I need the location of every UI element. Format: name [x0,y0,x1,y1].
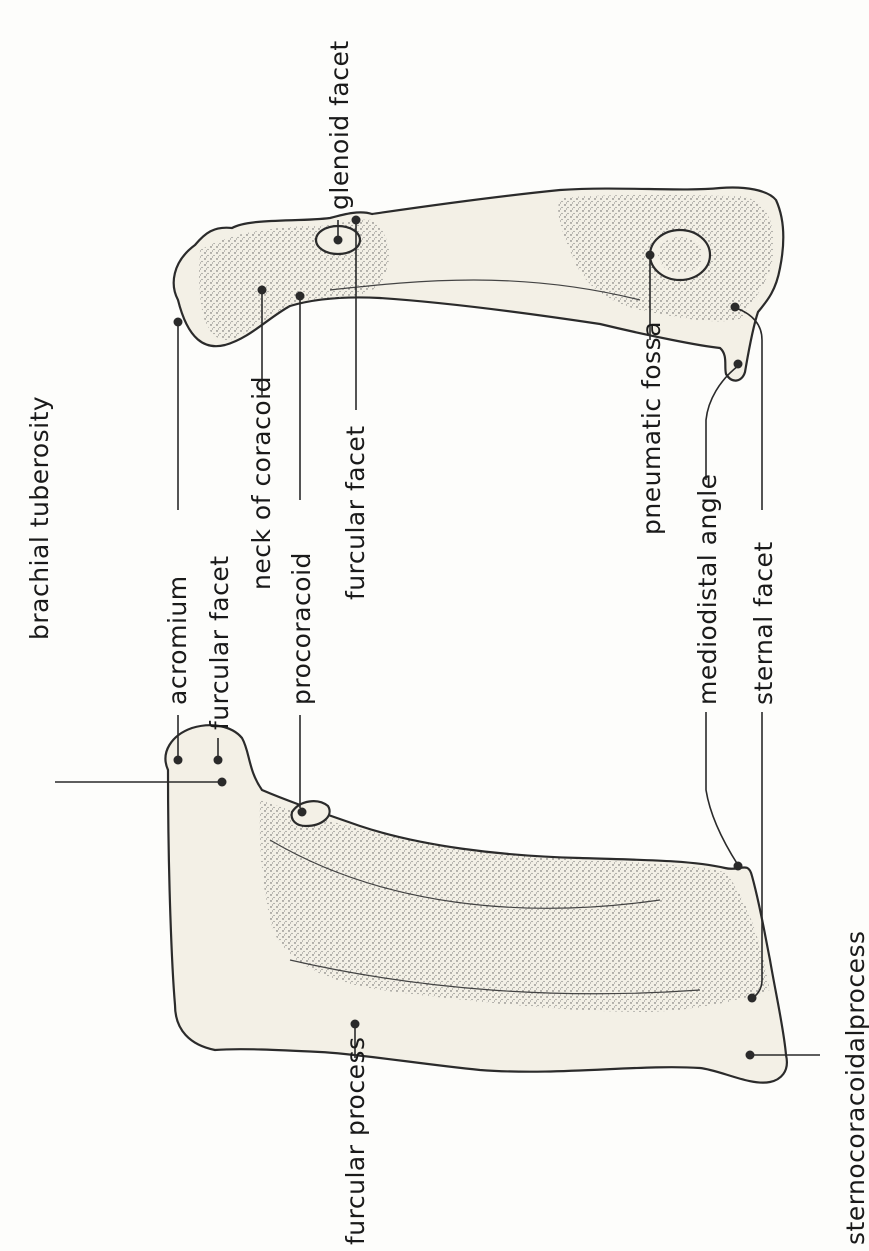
dot-pneumatic-fossa [646,251,655,260]
label-mediodistal-angle: mediodistal angle [693,473,722,705]
label-sternocoracoidal: sternocoracoidal [841,1029,869,1245]
label-neck-of-coracoid: neck of coracoid [247,376,276,590]
coracoid-bone-left [165,725,786,1082]
dot-brachial-tuberosity [218,778,227,787]
label-glenoid-facet: glenoid facet [325,40,354,210]
dot-procoracoid-left [298,808,307,817]
dot-sternocoracoidal-process [746,1051,755,1060]
pneumatic-fossa-shading [658,237,702,273]
dot-furcular-process [351,1020,360,1029]
dot-acromium-left [174,756,183,765]
dot-mediodistal-angle-right [734,360,743,369]
dot-furcular-facet-right [352,216,361,225]
dot-mediodistal-angle-left [734,862,743,871]
label-procoracoid: procoracoid [287,552,316,705]
dot-furcular-facet-left [214,756,223,765]
leader-mediodistal-angle-right [706,366,738,480]
leader-mediodistal-angle-left [706,712,738,865]
coracoid-bone-right [174,188,784,381]
label-furcular-facet-left: furcular facet [205,555,234,730]
dot-sternal-facet-left [748,994,757,1003]
label-process: process [841,930,869,1030]
label-brachial-tuberosity: brachial tuberosity [25,396,54,640]
label-furcular-process: furcular process [341,1036,370,1245]
dot-glenoid-facet [334,236,343,245]
dot-neck-of-coracoid [258,286,267,295]
label-pneumatic-fossa: pneumatic fossa [637,321,666,535]
dot-procoracoid-right [296,292,305,301]
dot-acromium-right [174,318,183,327]
label-furcular-facet-right: furcular facet [341,425,370,600]
label-acromium: acromium [163,575,192,705]
dot-sternal-facet-right [731,303,740,312]
label-sternal-facet: sternal facet [749,541,778,705]
